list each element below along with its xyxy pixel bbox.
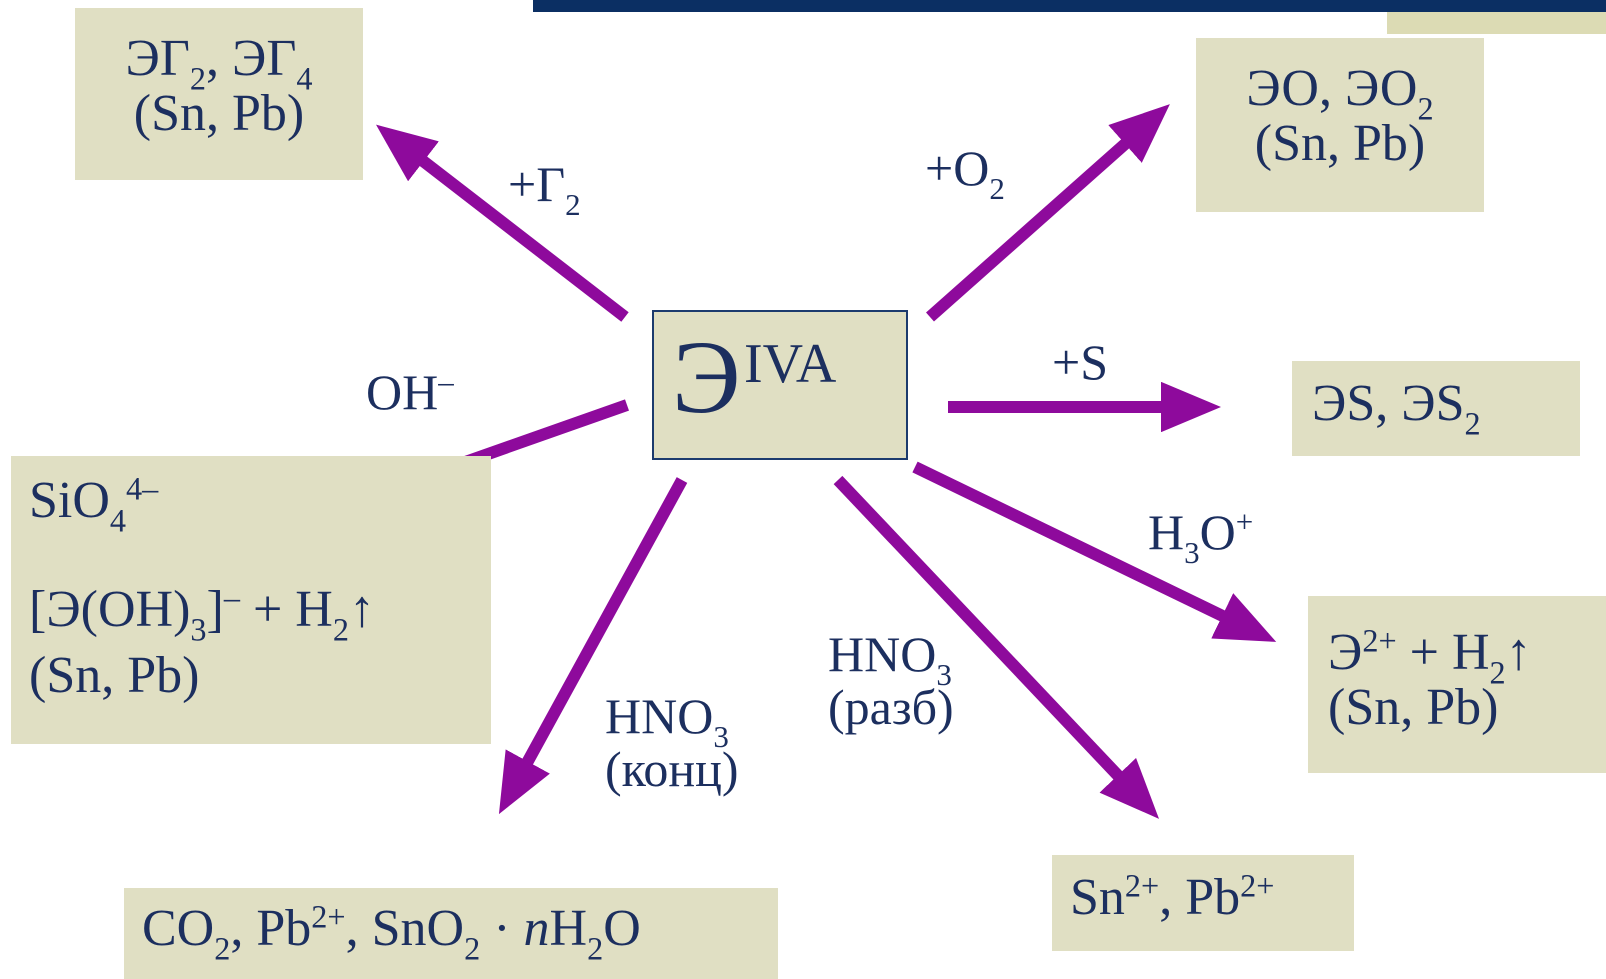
oxides-formula: ЭО, ЭО2: [1246, 60, 1434, 127]
dilute-nitric-products-formula: Sn2+, Pb2+: [1070, 867, 1275, 926]
halides-box: ЭГ2, ЭГ4 (Sn, Pb): [75, 8, 363, 180]
sulfides-box: ЭS, ЭS2: [1292, 361, 1580, 456]
alkali-products-box: SiO44– [Э(OH)3]– + H2↑ (Sn, Pb): [11, 456, 491, 744]
dilute-nitric-products-box: Sn2+, Pb2+: [1052, 855, 1354, 951]
oxides-box: ЭО, ЭО2 (Sn, Pb): [1196, 38, 1484, 212]
alkali-elements: (Sn, Pb): [29, 647, 200, 704]
conc-nitric-acid-label: HNO3 (конц): [605, 690, 739, 795]
sulfides-formula: ЭS, ЭS2: [1312, 375, 1481, 442]
halides-elements: (Sn, Pb): [133, 84, 305, 142]
hydroxide-reagent-label: OH–: [366, 363, 454, 420]
acid-products-elements: (Sn, Pb): [1328, 678, 1499, 736]
acid-products-formula: Э2+ + H2↑: [1328, 622, 1532, 691]
conc-nitric-products-formula: CO2, Pb2+, SnO2 · nH2O: [142, 898, 641, 967]
oxygen-reagent-label: +O2: [925, 140, 1005, 206]
sulfur-reagent-label: +S: [1052, 334, 1109, 390]
hydronium-reagent-label: H3O+: [1148, 503, 1254, 570]
halogen-reagent-label: +Г2: [508, 156, 581, 222]
dilute-nitric-acid-formula: HNO3: [828, 626, 952, 692]
silicate-formula: SiO44–: [29, 470, 159, 539]
group-label: IVA: [744, 333, 837, 395]
arrow-to-acid-products: [912, 461, 1277, 642]
arrow-to-dilute-nitric-products: [833, 475, 1160, 819]
arrow-to-halides: [376, 124, 629, 322]
oxides-elements: (Sn, Pb): [1254, 114, 1426, 172]
conc-nitric-products-box: CO2, Pb2+, SnO2 · nH2O: [124, 888, 778, 979]
halides-formula: ЭГ2, ЭГ4: [125, 30, 313, 97]
top-accent-block: [1387, 12, 1606, 34]
group-iva-element-box: Э IVA: [652, 310, 908, 460]
arrow-to-conc-nitric-products: [498, 477, 688, 815]
top-title-bar: [533, 0, 1606, 12]
arrow-to-oxides: [926, 104, 1170, 322]
dilute-condition: (разб): [828, 678, 954, 735]
conc-nitric-acid-formula: HNO3: [605, 688, 729, 754]
acid-products-box: Э2+ + H2↑ (Sn, Pb): [1308, 596, 1606, 773]
dilute-nitric-acid-label: HNO3 (разб): [828, 628, 954, 733]
conc-condition: (конц): [605, 740, 739, 797]
hydroxo-complex-formula: [Э(OH)3]– + H2↑: [29, 579, 375, 648]
element-symbol: Э: [672, 320, 741, 435]
